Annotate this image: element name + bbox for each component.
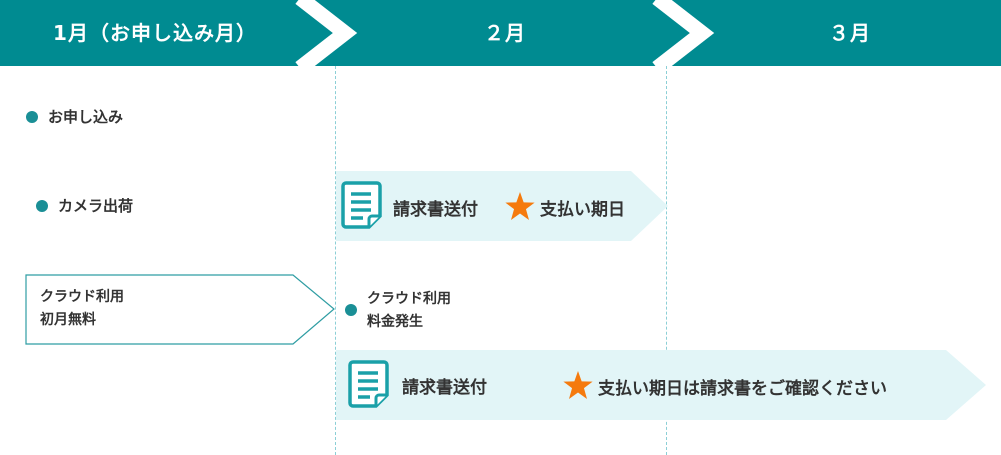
invoice-band-2 — [336, 350, 986, 420]
month-header-feb: ２月 — [484, 21, 526, 45]
apply-label: お申し込み — [48, 108, 124, 126]
month-header-bar — [0, 0, 1001, 66]
cloud-free-line1: クラウド利用 — [40, 289, 124, 305]
cloud-fee-line1: クラウド利用 — [367, 291, 451, 307]
cloud-fee-line2: 料金発生 — [367, 314, 423, 330]
due-date-label-1: 支払い期日 — [540, 200, 625, 220]
invoice-send-label-2: 請求書送付 — [402, 378, 487, 398]
camera-ship-label: カメラ出荷 — [58, 197, 134, 215]
camera-ship-dot-icon — [36, 200, 48, 212]
star-icon — [563, 371, 593, 399]
month-divider-mar — [666, 66, 667, 455]
star-icon — [505, 192, 535, 220]
month-header-mar: ３月 — [829, 21, 871, 45]
month-header-jan: 1月（お申し込み月） — [53, 21, 257, 45]
document-icon — [348, 360, 389, 408]
invoice-band-1 — [336, 171, 668, 241]
due-date-note-label: 支払い期日は請求書をご確認ください — [598, 379, 887, 399]
invoice-send-label-1: 請求書送付 — [393, 200, 478, 220]
document-icon — [341, 181, 382, 229]
month-divider-feb — [335, 66, 336, 455]
cloud-free-box — [25, 274, 335, 345]
apply-dot-icon — [26, 111, 38, 123]
cloud-free-line2: 初月無料 — [40, 312, 96, 328]
cloud-fee-dot-icon — [345, 304, 357, 316]
